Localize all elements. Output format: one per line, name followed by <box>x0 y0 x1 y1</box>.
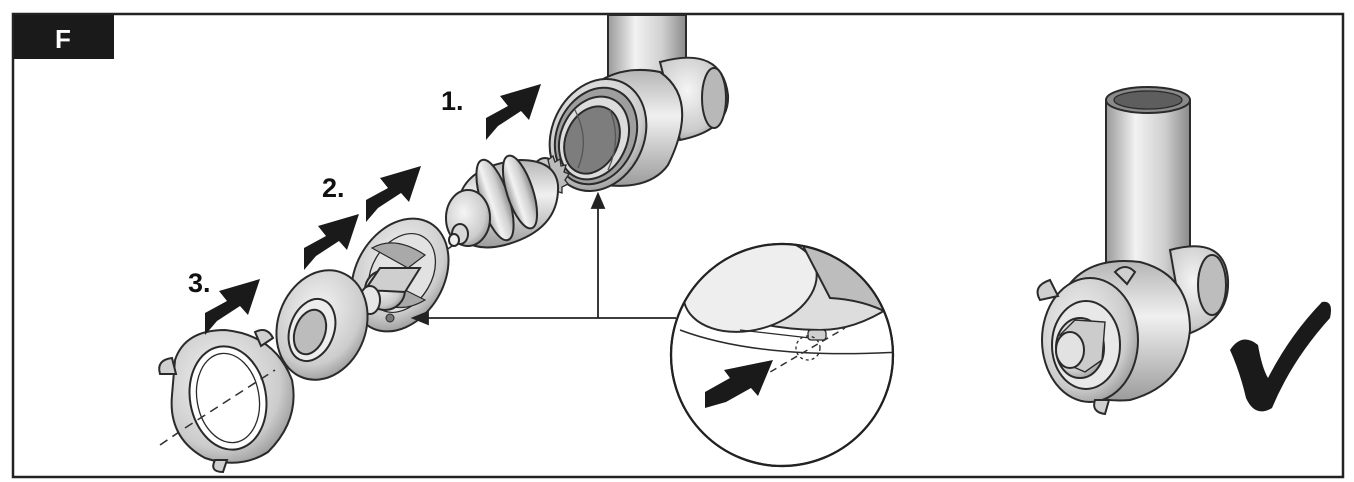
push-arrow-icon <box>205 84 541 335</box>
assembled-mincer <box>1036 86 1230 416</box>
mincer-housing <box>548 14 730 193</box>
callout-leader <box>410 191 676 326</box>
checkmark-icon <box>1230 301 1331 412</box>
magnifier-callout-icon <box>669 242 895 468</box>
step-label-1: 1. <box>441 86 464 116</box>
cutting-blade-and-plate <box>350 217 450 333</box>
panel-badge: F <box>14 15 114 59</box>
step-label-2: 2. <box>322 173 345 203</box>
panel-label: F <box>55 24 71 54</box>
perforated-disk <box>275 269 369 381</box>
axis-through-ring <box>184 369 276 429</box>
worm-auger <box>445 154 570 249</box>
locking-ring <box>158 328 295 474</box>
step-label-3: 3. <box>188 268 211 298</box>
